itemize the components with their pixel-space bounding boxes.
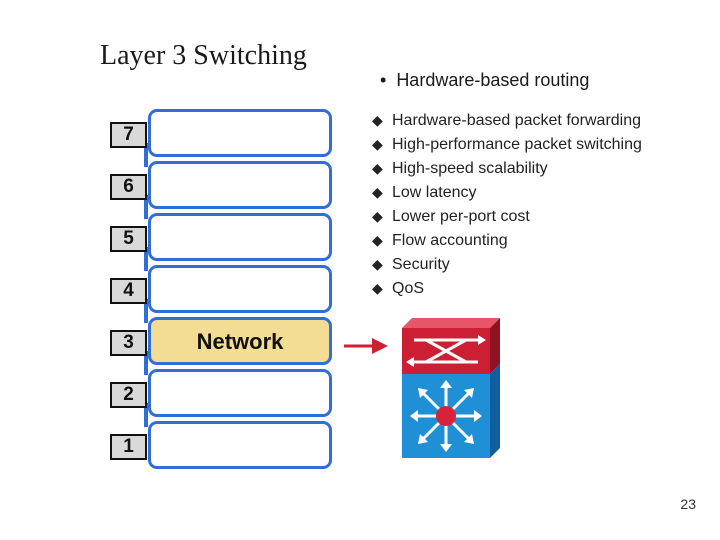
bullet-icon: ◆ (372, 160, 383, 176)
bullet-dot: • (380, 70, 387, 90)
osi-layer-2: 2 (110, 369, 332, 417)
layer-number: 4 (110, 278, 147, 304)
feature-text: Lower per-port cost (392, 208, 530, 225)
layer-number: 5 (110, 226, 147, 252)
osi-layer-7: 7 (110, 109, 332, 157)
list-item: ◆ Flow accounting (372, 229, 642, 253)
layer-number: 7 (110, 122, 147, 148)
right-arrow-icon (344, 338, 388, 354)
bullet-icon: ◆ (372, 136, 383, 152)
layer-connector (144, 351, 148, 375)
bullet-icon: ◆ (372, 112, 383, 128)
layer-connector (144, 299, 148, 323)
layer-box (148, 213, 332, 261)
osi-layer-1: 1 (110, 421, 332, 469)
feature-text: Security (392, 256, 450, 273)
bullet-icon: ◆ (372, 232, 383, 248)
layer-box (148, 421, 332, 469)
list-item: ◆ Hardware-based packet forwarding (372, 109, 642, 133)
layer-number: 3 (110, 330, 147, 356)
list-item: ◆ Lower per-port cost (372, 205, 642, 229)
layer-connector (144, 403, 148, 427)
layer-label: Network (196, 329, 284, 354)
bullet-icon: ◆ (372, 280, 383, 296)
layer-box (148, 161, 332, 209)
layer-connector (144, 143, 148, 167)
list-item: ◆ Security (372, 253, 642, 277)
bullet-icon: ◆ (372, 184, 383, 200)
osi-layer-3: 3 Network (110, 317, 332, 365)
feature-text: Flow accounting (392, 232, 508, 249)
list-item: ◆ Low latency (372, 181, 642, 205)
feature-text: Low latency (392, 184, 477, 201)
subtitle-bullet: • Hardware-based routing (380, 70, 589, 91)
layer-box (148, 369, 332, 417)
layer-connector (144, 247, 148, 271)
feature-text: QoS (392, 280, 425, 297)
layer-box (148, 265, 332, 313)
slide-title: Layer 3 Switching (100, 40, 307, 71)
layer-number: 6 (110, 174, 147, 200)
layer3-switch-icon (402, 318, 500, 458)
bullet-icon: ◆ (372, 256, 383, 272)
list-item: ◆ High-performance packet switching (372, 133, 642, 157)
page-number: 23 (680, 496, 696, 512)
layer-number: 2 (110, 382, 147, 408)
layer-box (148, 109, 332, 157)
feature-text: High-speed scalability (392, 160, 548, 177)
feature-list: ◆ Hardware-based packet forwarding ◆ High-… (372, 109, 642, 301)
subtitle-text: Hardware-based routing (396, 70, 590, 90)
bullet-icon: ◆ (372, 208, 383, 224)
osi-layer-4: 4 (110, 265, 332, 313)
layer-connector (144, 195, 148, 219)
list-item: ◆ High-speed scalability (372, 157, 642, 181)
osi-layer-5: 5 (110, 213, 332, 261)
list-item: ◆ QoS (372, 277, 642, 301)
feature-text: High-performance packet switching (392, 136, 642, 153)
layer-number: 1 (110, 434, 147, 460)
feature-text: Hardware-based packet forwarding (392, 112, 642, 129)
osi-layer-6: 6 (110, 161, 332, 209)
network-layer-box: Network (148, 317, 332, 365)
